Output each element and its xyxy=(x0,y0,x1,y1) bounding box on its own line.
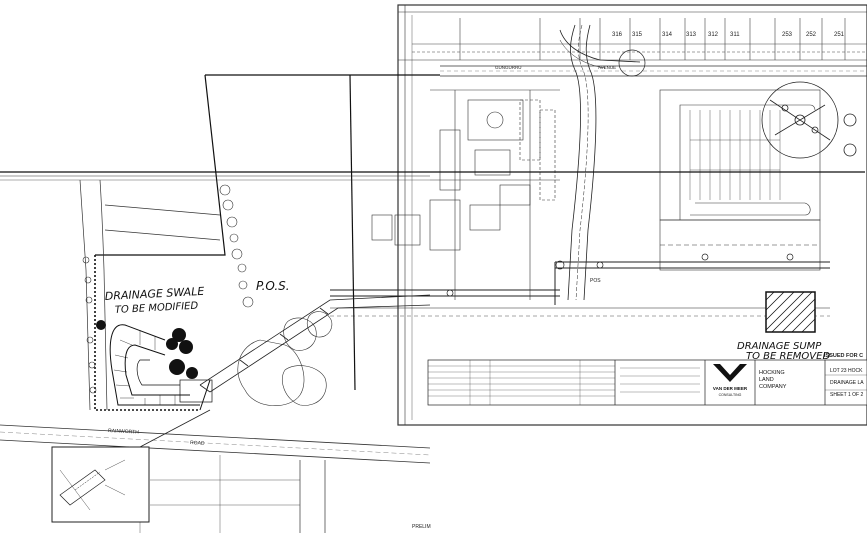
firm-logo-icon xyxy=(713,364,747,382)
sump-annotation-line1: DRAINAGE SUMP xyxy=(737,341,822,352)
sump-annotation-line2: TO BE REMOVED xyxy=(746,351,830,362)
prelim-stamp: PRELIM xyxy=(412,524,431,530)
lot-label: 253 xyxy=(782,32,793,38)
lot-label: 312 xyxy=(708,32,719,38)
outline-trees xyxy=(82,184,333,406)
swale-boundary xyxy=(94,255,211,411)
drawing-title: DRAINAGE LA xyxy=(830,380,864,386)
top-lots xyxy=(412,18,867,60)
sheet-number: SHEET 1 OF 2 xyxy=(830,392,863,398)
drainage-sump xyxy=(765,291,816,333)
title-block: VAN DER MEER CONSULTING HOCKING LAND COM… xyxy=(427,359,867,406)
lot-label: 252 xyxy=(806,32,817,38)
lot-label: 315 xyxy=(632,32,643,38)
lot-label: 251 xyxy=(834,32,845,38)
lot-label: 316 xyxy=(612,32,623,38)
service-corridor xyxy=(559,24,646,301)
detail-callout-circle xyxy=(761,81,857,159)
top-road: GUNGURRU AVENUE xyxy=(440,65,867,77)
swale-annotation-line1: DRAINAGE SWALE xyxy=(104,285,204,303)
swale-annotation-line2: TO BE MODIFIED xyxy=(115,301,199,316)
left-sheet xyxy=(0,175,430,181)
left-roads xyxy=(0,179,431,533)
car-park xyxy=(659,89,821,271)
lot-label: 311 xyxy=(730,32,740,38)
client-name-line1: HOCKING xyxy=(759,370,785,376)
avenue-name: AVENUE xyxy=(598,65,616,70)
street-name: GUNGURRU xyxy=(495,65,522,70)
access-path xyxy=(199,294,431,393)
project-name: LOT 23 HOCK xyxy=(830,368,863,374)
site-boundary xyxy=(0,74,865,391)
tree-markers xyxy=(96,320,198,379)
pos-small-label: POS xyxy=(590,278,601,284)
drainage-pipe-run xyxy=(330,253,830,317)
lot-label: 314 xyxy=(662,32,673,38)
road-name-label: RAINWORTH xyxy=(108,428,139,436)
client-name-line3: COMPANY xyxy=(759,384,787,390)
firm-subtitle: CONSULTING xyxy=(719,393,742,397)
pos-annotation: P.O.S. xyxy=(256,279,290,293)
drainage-swale xyxy=(109,324,213,406)
road-type-label: ROAD xyxy=(190,440,205,447)
client-name-line2: LAND xyxy=(759,377,774,383)
site-features xyxy=(371,89,560,300)
inset-detail xyxy=(51,409,211,523)
lot-number-labels: 316 315 314 313 312 311 253 252 251 xyxy=(612,32,845,38)
lot-label: 313 xyxy=(686,32,697,38)
firm-name: VAN DER MEER xyxy=(713,386,748,391)
issued-label: ISSUED FOR C xyxy=(824,353,863,359)
